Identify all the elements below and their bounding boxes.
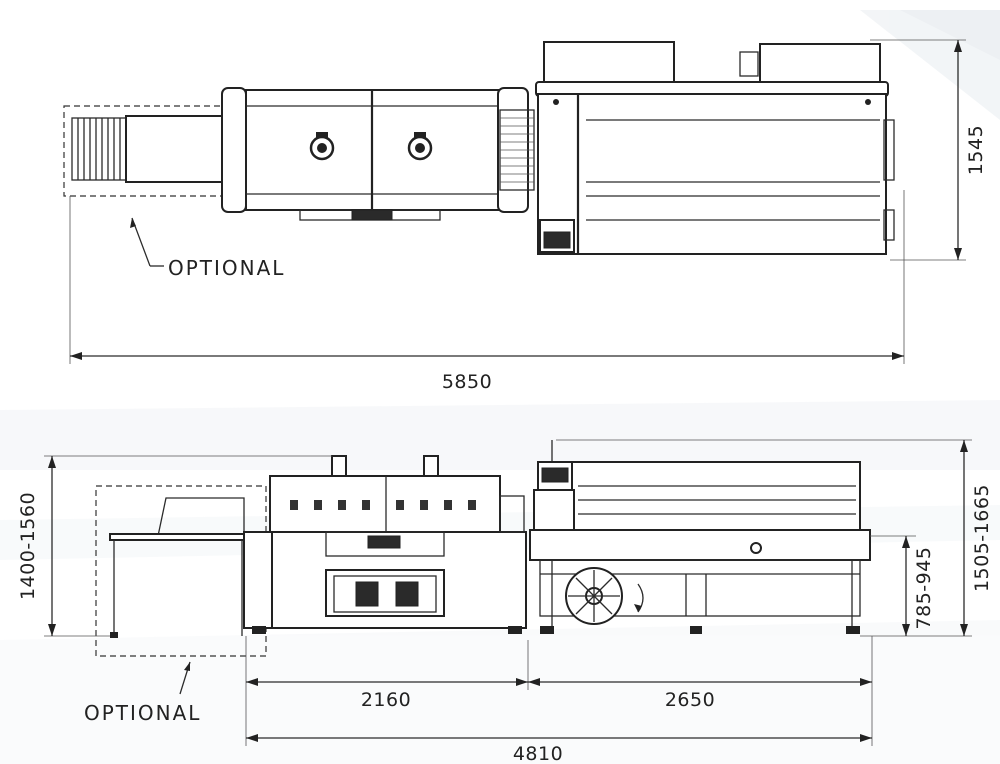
top-optional-leader [130, 217, 164, 267]
side-infeed-height-label: 1400-1560 [17, 492, 39, 600]
top-optional-label: OPTIONAL [168, 256, 285, 280]
top-tunnel-hood [543, 41, 675, 83]
side-optional-label: OPTIONAL [84, 701, 201, 725]
side-table-height-dimension [870, 535, 916, 636]
side-sealer-length-label: 2160 [361, 689, 411, 711]
top-length-dim-label: 5850 [442, 371, 492, 393]
side-infeed-height-dimension [44, 455, 332, 637]
side-view: OPTIONAL 1400-1560 1505-1665 785-945 [17, 439, 993, 764]
top-knob-right [407, 132, 433, 161]
side-total-length-label: 4810 [513, 743, 563, 764]
side-fan-wheel [565, 567, 644, 625]
side-sealer-left-panel [243, 531, 273, 629]
top-transfer-conveyor [499, 109, 535, 191]
top-infeed-table [125, 115, 239, 183]
side-overall-height-dimension [556, 439, 972, 637]
side-overall-height-label: 1505-1665 [971, 484, 993, 592]
side-hood-vents [290, 500, 476, 510]
side-optional-leader [179, 661, 191, 695]
top-knob-left [309, 132, 335, 161]
top-width-dimension [870, 39, 966, 261]
top-infeed-rollers [71, 117, 129, 181]
top-length-dimension [69, 190, 905, 364]
side-tunnel-hood [571, 461, 861, 531]
side-table-height-label: 785-945 [913, 547, 935, 630]
side-tunnel-frame [529, 529, 871, 561]
top-view: OPTIONAL 1545 5850 [63, 39, 987, 393]
side-length-dimensions [245, 636, 873, 746]
side-tunnel-length-label: 2650 [665, 689, 715, 711]
top-width-dim-label: 1545 [965, 125, 987, 175]
top-tunnel-body [537, 93, 887, 255]
